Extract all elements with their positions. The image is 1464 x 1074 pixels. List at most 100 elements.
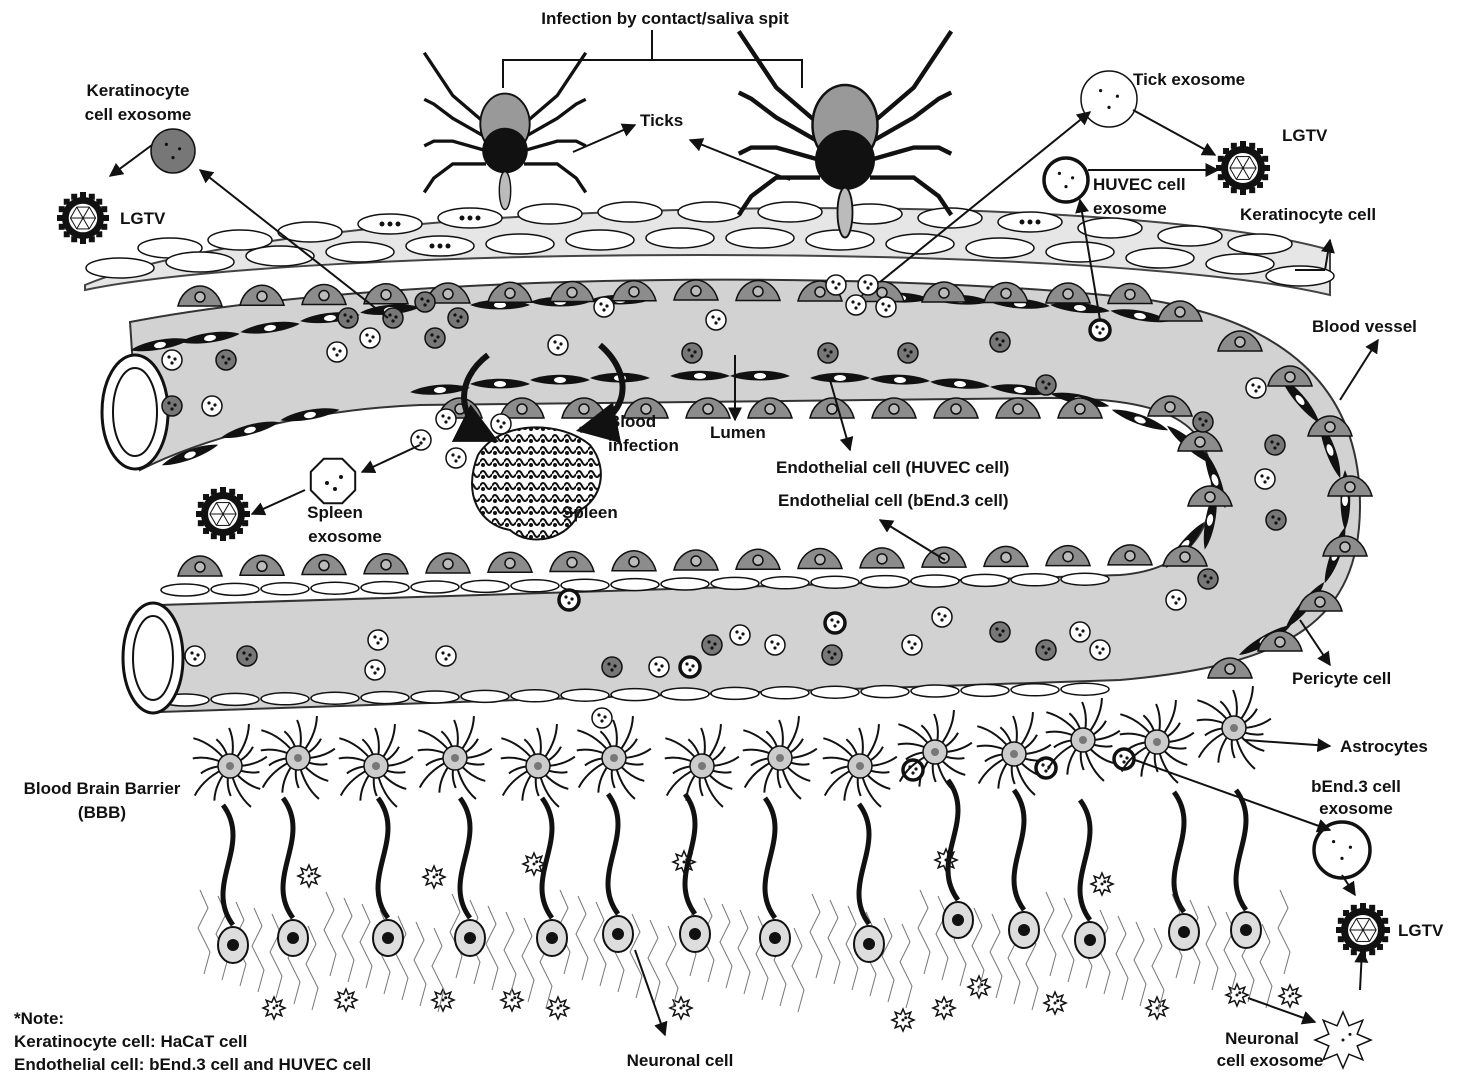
exosome-icon	[592, 708, 612, 728]
neuron-icon	[854, 804, 884, 962]
keratinocyte-cell	[758, 202, 822, 222]
pericyte-cell	[178, 286, 222, 306]
exosome-icon	[1246, 378, 1266, 398]
keratinocyte-cell	[246, 246, 314, 266]
astrocyte-icon	[261, 716, 335, 799]
neuron-icon	[680, 794, 710, 952]
neuron-icon	[1009, 790, 1039, 948]
exosome-icon	[858, 275, 878, 295]
neuron-icon	[455, 798, 485, 956]
keratinocyte-cell	[486, 234, 554, 254]
note-box: *Note: Keratinocyte cell: HaCaT cell End…	[14, 1009, 371, 1074]
pericyte-cell	[872, 398, 916, 418]
virus-icon	[57, 192, 109, 244]
exosome-icon	[902, 635, 922, 655]
keratinocyte-cell	[406, 236, 474, 256]
label-blood-infection-1: Blood	[608, 412, 656, 431]
exosome-icon	[682, 343, 702, 363]
neuronal-exosome-icon	[1146, 997, 1168, 1019]
exosome-icon	[151, 129, 195, 173]
neuronal-exosome-icon	[547, 997, 569, 1019]
label-keratinocyte-exosome-2: cell exosome	[85, 105, 192, 124]
label-spleen-exosome-2: exosome	[308, 527, 382, 546]
keratinocyte-cell	[726, 228, 794, 248]
exosome-icon	[1255, 469, 1275, 489]
virus-icon	[196, 487, 250, 541]
neuronal-exosome-icon	[1044, 992, 1066, 1014]
exosome-icon	[1036, 640, 1056, 660]
exosome-icon	[162, 396, 182, 416]
pericyte-cell	[364, 554, 408, 574]
exosome-icon	[548, 335, 568, 355]
label-spleen: Spleen	[562, 503, 618, 522]
astrocyte-icon	[339, 724, 413, 807]
exosome-icon	[185, 646, 205, 666]
neuron-icon	[537, 798, 567, 956]
neuronal-exosome-icon	[1279, 985, 1301, 1007]
pericyte-cell	[736, 549, 780, 569]
exosome-icon	[876, 297, 896, 317]
pericyte-cell	[240, 555, 284, 575]
infection-bracket	[503, 30, 802, 88]
label-astrocytes: Astrocytes	[1340, 737, 1428, 756]
exosome-icon	[338, 308, 358, 328]
note-line-1: Keratinocyte cell: HaCaT cell	[14, 1032, 247, 1051]
exosome-icon	[360, 328, 380, 348]
exosome-icon	[383, 308, 403, 328]
exosome-icon	[491, 414, 511, 434]
neuron-icon	[603, 794, 633, 952]
neuronal-exosome-icon	[335, 989, 357, 1011]
keratinocyte-cell	[886, 234, 954, 254]
pericyte-cell	[302, 285, 346, 305]
keratinocyte-cell	[1046, 242, 1114, 262]
keratinocyte-cell	[1078, 218, 1142, 238]
virus-icon	[1336, 903, 1390, 957]
label-endothelial-bend3: Endothelial cell (bEnd.3 cell)	[778, 491, 1009, 510]
pericyte-cell	[612, 551, 656, 571]
keratinocyte-cell	[678, 202, 742, 222]
label-neuronal-cell: Neuronal cell	[627, 1051, 734, 1070]
exosome-icon	[649, 657, 669, 677]
pericyte-cell	[364, 284, 408, 304]
exosome-icon	[216, 350, 236, 370]
exosome-icon	[765, 635, 785, 655]
pericyte-cell	[240, 285, 284, 305]
exosome-icon	[436, 646, 456, 666]
keratinocyte-cell	[326, 242, 394, 262]
label-blood-infection-2: infection	[608, 436, 679, 455]
pericyte-cell	[996, 398, 1040, 418]
keratinocyte-cell	[86, 258, 154, 278]
keratinocyte-cell	[166, 252, 234, 272]
pericyte-cell	[1046, 283, 1090, 303]
exosome-icon	[1166, 590, 1186, 610]
keratinocyte-cell	[1126, 248, 1194, 268]
exosome-icon	[1090, 320, 1110, 340]
label-huvec-exosome-2: exosome	[1093, 199, 1167, 218]
astrocyte-icon	[823, 724, 897, 807]
neuronal-exosome-icon	[933, 997, 955, 1019]
exosome-icon	[1044, 158, 1088, 202]
label-blood-vessel: Blood vessel	[1312, 317, 1417, 336]
exosome-icon	[1090, 640, 1110, 660]
tick-icon	[424, 53, 586, 210]
exosome-icon	[1266, 510, 1286, 530]
astrocyte-icon	[1120, 700, 1194, 783]
astrocyte-icon	[501, 724, 575, 807]
pericyte-cell	[798, 549, 842, 569]
label-neuronal-exosome-1: Neuronal	[1225, 1029, 1299, 1048]
pericyte-cell	[1108, 283, 1152, 303]
exosome-icon	[826, 275, 846, 295]
label-lgtv-bottom: LGTV	[1398, 921, 1444, 940]
neuronal-exosome-icon	[423, 866, 445, 888]
neuronal-exosome-icon	[1226, 984, 1248, 1006]
exosome-icon	[1193, 412, 1213, 432]
exosome-icon	[932, 607, 952, 627]
exosome-icon	[415, 292, 435, 312]
neuron-icon	[1169, 792, 1199, 950]
exosome-icon	[594, 297, 614, 317]
exosome-icon	[327, 342, 347, 362]
label-endothelial-huvec: Endothelial cell (HUVEC cell)	[776, 458, 1009, 477]
exosome-icon	[898, 343, 918, 363]
exosome-icon	[162, 350, 182, 370]
exosome-icon	[446, 448, 466, 468]
